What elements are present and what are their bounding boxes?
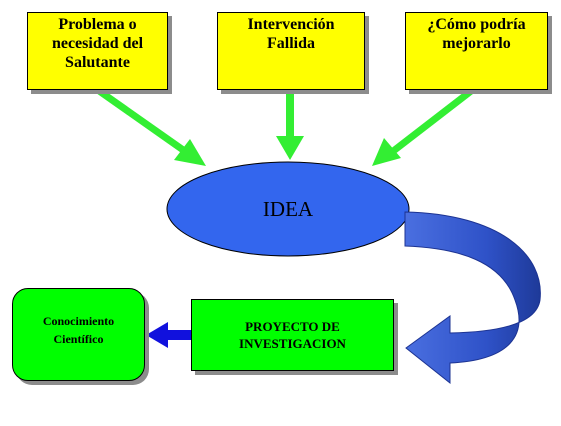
research-project-box-text: PROYECTO DE INVESTIGACION	[239, 319, 346, 351]
green-arrow-left	[92, 85, 206, 166]
failed-intervention-box-text: Intervención Fallida	[247, 16, 335, 52]
green-arrow-right	[372, 85, 478, 166]
improve-box: ¿Cómo podría mejorarlo	[405, 12, 548, 90]
scientific-knowledge-box: Conocimiento Científico	[12, 288, 145, 381]
idea-ellipse	[166, 161, 410, 257]
improve-box-text: ¿Cómo podría mejorarlo	[427, 16, 526, 52]
problem-box-text: Problema o necesidad del Salutante	[51, 16, 144, 71]
problem-box: Problema o necesidad del Salutante	[27, 12, 168, 90]
research-project-box: PROYECTO DE INVESTIGACION	[191, 299, 394, 371]
idea-label: IDEA	[263, 197, 314, 221]
failed-intervention-box: Intervención Fallida	[217, 12, 365, 90]
blue-arrow	[146, 322, 192, 348]
curve-arrow	[404, 211, 541, 385]
green-arrow-center	[276, 88, 304, 160]
scientific-knowledge-box-text: Conocimiento Científico	[42, 313, 115, 346]
